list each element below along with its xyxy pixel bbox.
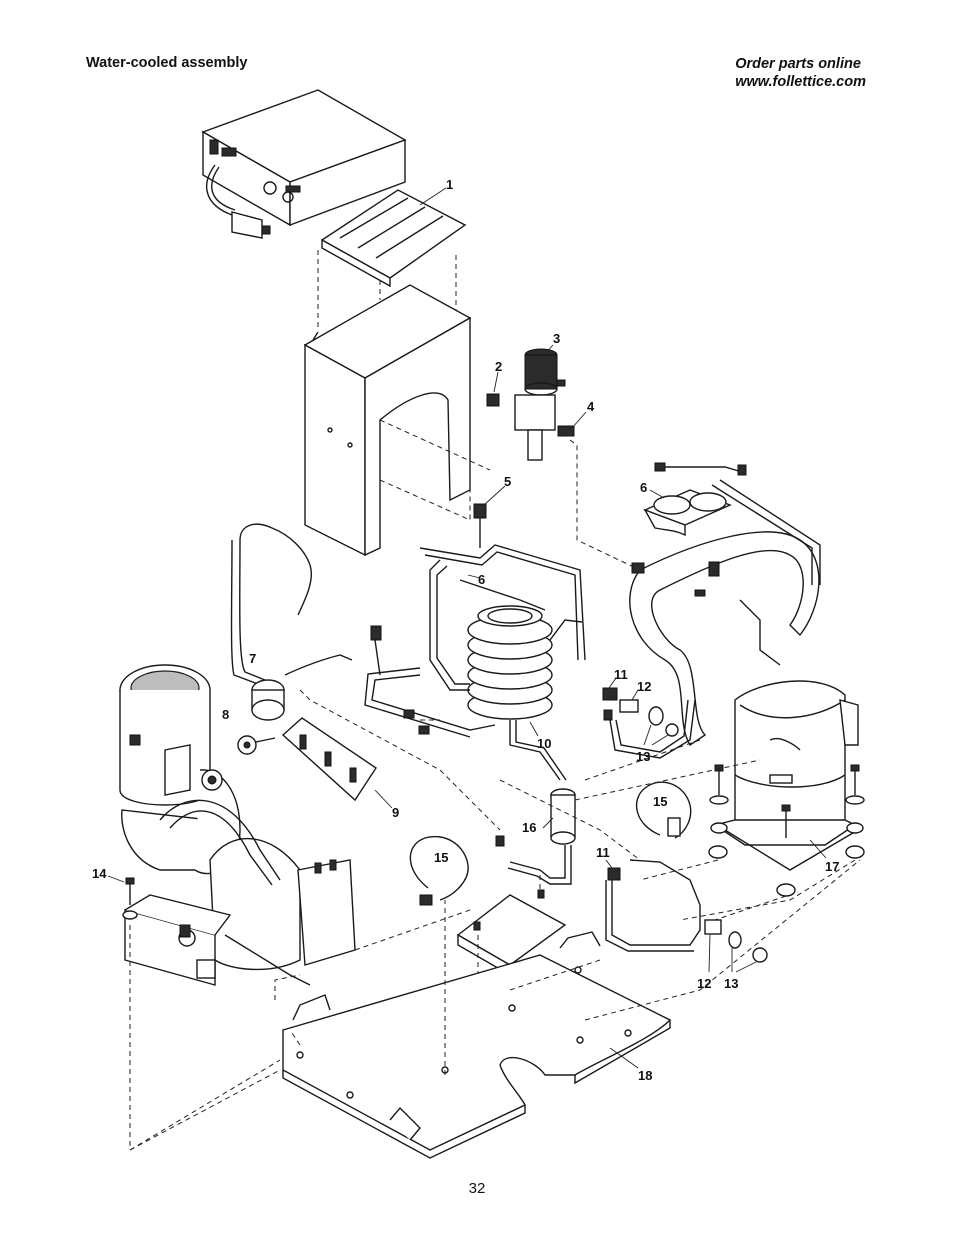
callout-14: 14 — [92, 866, 107, 881]
compressor — [713, 680, 859, 871]
callout-4: 4 — [587, 399, 595, 414]
order-text: Order parts online — [735, 56, 861, 72]
water-valve — [486, 348, 575, 461]
service-valves-lower — [605, 859, 768, 963]
condenser-coil — [467, 605, 553, 720]
gearmotor — [119, 664, 241, 875]
refrigerant-tubing — [364, 544, 586, 781]
mounting-tray — [320, 187, 467, 288]
callout-8: 8 — [222, 707, 229, 722]
pressure-switch — [473, 503, 487, 548]
callout-15-right: 15 — [653, 794, 667, 809]
order-url: www.follettice.com — [735, 74, 866, 90]
callout-15-left: 15 — [434, 850, 448, 865]
callout-2: 2 — [495, 359, 502, 374]
callout-13-upper: 13 — [636, 749, 650, 764]
callout-18: 18 — [638, 1068, 652, 1083]
order-info: Order parts online www.follettice.com — [735, 55, 866, 91]
page-title: Water-cooled assembly — [86, 55, 248, 71]
frame-chassis — [303, 284, 472, 557]
callout-6-upper: 6 — [640, 480, 647, 495]
page-number: 32 — [468, 1180, 486, 1197]
hose-clamp-left — [409, 835, 469, 906]
suction-hose — [629, 479, 821, 746]
compressor-mounts — [708, 764, 865, 897]
mounting-plate — [281, 717, 377, 802]
service-valves-upper — [602, 687, 696, 759]
callout-9: 9 — [392, 805, 399, 820]
callout-12-lower: 12 — [697, 976, 711, 991]
evaporator — [124, 799, 356, 986]
callout-5: 5 — [504, 474, 511, 489]
callout-3: 3 — [553, 331, 560, 346]
control-box — [201, 89, 407, 239]
callout-16: 16 — [522, 820, 536, 835]
callout-7: 7 — [249, 651, 256, 666]
callout-12-upper: 12 — [637, 679, 651, 694]
filter-drier — [230, 523, 353, 755]
callout-11-upper: 11 — [614, 667, 628, 682]
callout-13-lower: 13 — [724, 976, 738, 991]
hose-clamp-right — [635, 781, 692, 839]
callout-17: 17 — [825, 859, 839, 874]
base-pan — [282, 931, 672, 1159]
insulation-sleeves — [643, 462, 747, 537]
bolt-washer — [122, 877, 138, 920]
accumulator — [495, 788, 576, 885]
callout-1: 1 — [446, 177, 453, 192]
electrical-bracket — [456, 889, 567, 977]
callout-11-lower: 11 — [596, 845, 610, 860]
callout-6-lower: 6 — [478, 572, 485, 587]
